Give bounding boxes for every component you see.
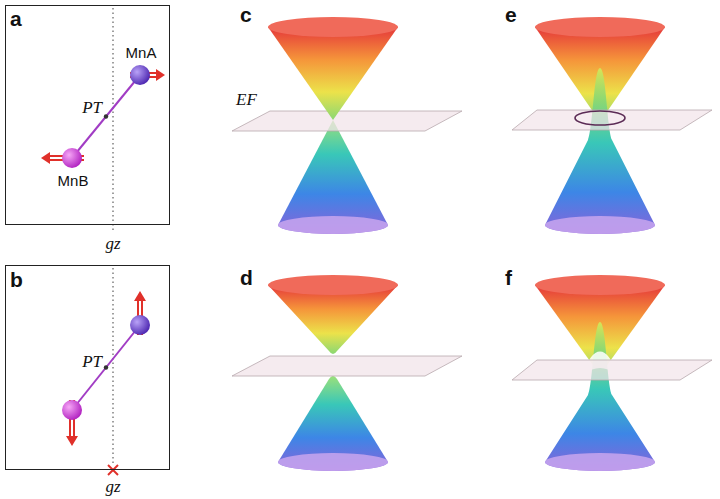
symmetry-label: PT <box>82 98 102 118</box>
panel-letter: a <box>10 7 22 31</box>
atom-label: MnB <box>58 172 89 189</box>
panel-letter: d <box>240 266 253 290</box>
fermi-level-label: EF <box>236 90 257 110</box>
dirac-cone <box>232 17 462 234</box>
panel-letter: f <box>505 266 512 290</box>
crystal-panel: PT <box>5 265 170 470</box>
symmetry-label: PT <box>82 352 102 372</box>
panel-a-structure <box>41 8 165 232</box>
crystal-panel: MnA MnB PT <box>5 5 170 225</box>
atom-label: MnA <box>126 44 157 61</box>
panel-letter: e <box>505 3 517 27</box>
panel-letter: b <box>10 268 23 292</box>
panel-b-structure <box>62 268 150 475</box>
gapped-cone <box>232 275 462 471</box>
symmetry-label: gz <box>105 477 120 497</box>
gapped-nodal-cone <box>512 275 712 471</box>
symmetry-label: gz <box>105 234 120 254</box>
nodal-line-cone <box>512 17 712 234</box>
panel-letter: c <box>240 3 252 27</box>
